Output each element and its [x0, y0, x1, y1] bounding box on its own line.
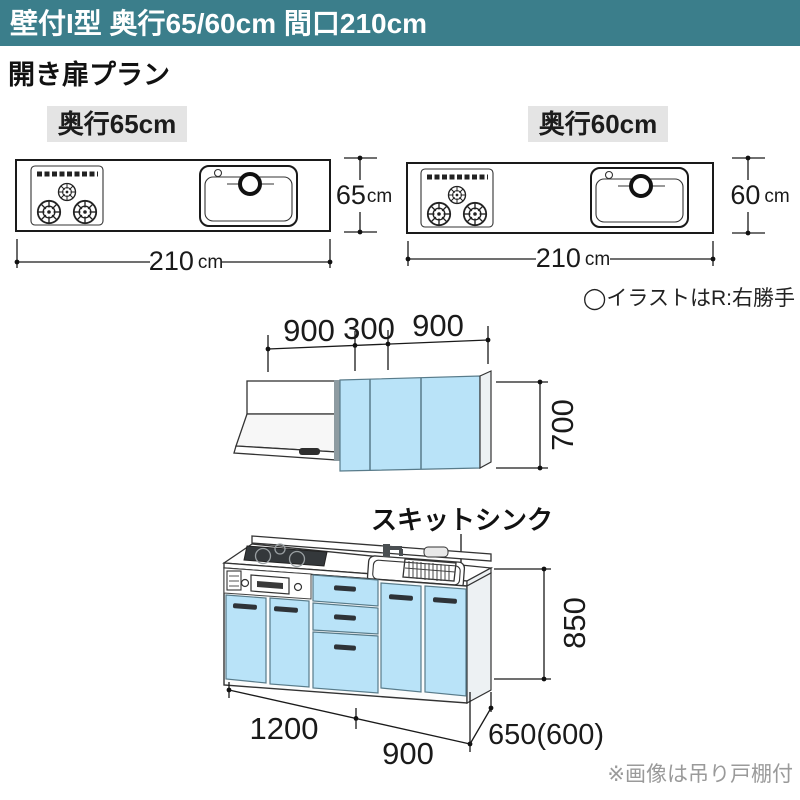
- dim-900-right: 900: [412, 308, 464, 343]
- range-hood: [233, 380, 338, 461]
- depth65-label: 奥行65cm: [58, 109, 177, 139]
- dim-900-left: 900: [283, 313, 335, 348]
- soap-hole: [604, 170, 614, 180]
- wall-cabinet-figure: 900 300 900 700: [233, 308, 580, 472]
- header-bar: 壁付I型 奥行65/60cm 間口210cm: [0, 0, 800, 46]
- dim-wall-height: 700: [496, 379, 580, 471]
- burner-left: [426, 201, 452, 227]
- depth60-label-box: [528, 106, 668, 142]
- wall-cabinet-doors: [339, 375, 481, 472]
- hood-switch: [299, 448, 320, 455]
- depth65-label-box: [47, 106, 187, 142]
- sink-rack-back: [423, 546, 449, 558]
- handedness-note: ◯イラストはR:右勝手: [583, 287, 795, 311]
- stove-knob-right: [293, 582, 303, 592]
- burner-left: [36, 199, 62, 225]
- dim-base-depth: 650(600): [469, 692, 604, 751]
- drain-basket: [402, 558, 457, 582]
- dim-1200: 1200: [250, 711, 319, 746]
- faucet: [383, 544, 403, 557]
- dim-850: 850: [557, 597, 592, 649]
- dim-65cm: 65cm: [336, 180, 392, 210]
- burner-small: [57, 182, 77, 202]
- sink-topview: [590, 167, 689, 228]
- stove-knob-left: [240, 578, 250, 588]
- dim-base-height: 850: [494, 566, 592, 682]
- faucet-hole: [238, 172, 262, 196]
- cooktop-topview: [30, 165, 104, 226]
- cooktop-topview: [420, 168, 494, 228]
- base-side-panel: [466, 571, 492, 705]
- base-cabinet-figure: スキットシンク: [222, 505, 604, 771]
- cooktop-elevation: [243, 543, 328, 568]
- header-background: [0, 0, 800, 46]
- sink-topview: [199, 165, 298, 227]
- dim-depth-65: 65cm: [336, 155, 392, 235]
- dim-300: 300: [343, 311, 395, 346]
- plan-title: 開き扉プラン: [8, 60, 170, 90]
- stove-unit-doors: [225, 594, 310, 688]
- faucet-hole: [629, 174, 653, 198]
- page-title: 壁付I型 奥行65/60cm 間口210cm: [10, 7, 427, 39]
- footer-note: ※画像は吊り戸棚付: [607, 763, 793, 786]
- dim-700: 700: [545, 399, 580, 451]
- burner-right: [462, 201, 488, 227]
- burner-right: [72, 199, 98, 225]
- depth60-label: 奥行60cm: [539, 109, 658, 139]
- sink-name-label: スキットシンク: [371, 505, 553, 535]
- dim-base-widths: 1200 900: [226, 682, 473, 771]
- dim-650-600: 650(600): [488, 719, 604, 751]
- dim-wall-widths: 900 300 900: [265, 308, 491, 372]
- drawer-stack: [312, 574, 379, 694]
- burner-small: [447, 185, 467, 205]
- grill-control-band: [223, 567, 312, 600]
- soap-hole: [213, 168, 223, 178]
- dim-900-base: 900: [382, 736, 434, 771]
- sink-unit-doors: [380, 582, 467, 697]
- hood-side-shadow: [334, 380, 340, 461]
- wall-cabinet-side: [479, 370, 492, 470]
